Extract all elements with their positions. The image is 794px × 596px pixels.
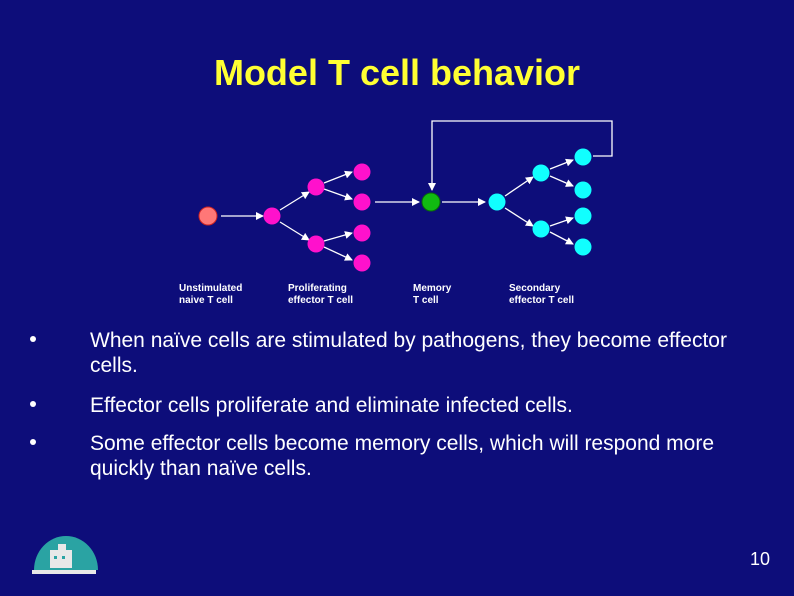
caption-unstimulated-line1: Unstimulated <box>179 283 243 294</box>
bullet-text: Some effector cells become memory cells,… <box>90 432 715 480</box>
arrow-effector-split-up <box>279 191 310 211</box>
memory-t-cell <box>421 192 441 212</box>
effector-cell-prolif-2 <box>353 193 371 211</box>
caption-memory: Memory T cell <box>413 283 451 307</box>
effector-cell-upper <box>307 178 325 196</box>
bullet-dot <box>30 401 36 407</box>
arrow-prolif-1a <box>323 170 353 184</box>
arrow-prolif-1b <box>323 188 353 201</box>
bullet-text: Effector cells proliferate and eliminate… <box>90 394 573 417</box>
caption-secondary-line2: effector T cell <box>509 295 575 306</box>
arrow-secondary-split-up <box>504 176 534 197</box>
secondary-cell-prolif-2 <box>574 181 592 199</box>
effector-cell <box>263 207 281 225</box>
arrow-effector-split-down <box>279 221 310 241</box>
caption-proliferating: Proliferating effector T cell <box>288 283 353 307</box>
caption-proliferating-line1: Proliferating <box>288 283 347 294</box>
arrow-sec-2b <box>549 231 574 245</box>
secondary-cell <box>488 193 506 211</box>
arrow-sec-1a <box>549 158 574 170</box>
arrow-secondary-split-down <box>504 207 534 227</box>
effector-cell-prolif-4 <box>353 254 371 272</box>
arrow-sec-1b <box>549 175 574 187</box>
caption-memory-line1: Memory <box>413 283 452 294</box>
caption-unstimulated-line2: naive T cell <box>179 295 233 306</box>
arrow-feedback-loop <box>428 120 613 191</box>
arrow-prolif-2b <box>323 246 353 261</box>
caption-unstimulated: Unstimulated naive T cell <box>179 283 242 307</box>
page-number: 10 <box>749 549 770 569</box>
bullet-dot <box>30 336 36 342</box>
t-cell-diagram <box>198 120 613 272</box>
bullet-text: When naïve cells are stimulated by patho… <box>90 329 727 377</box>
naive-t-cell <box>198 206 218 226</box>
secondary-cell-prolif-1 <box>574 148 592 166</box>
institution-logo <box>32 536 98 574</box>
caption-memory-line2: T cell <box>413 295 439 306</box>
bullet-dot <box>30 439 36 445</box>
secondary-cell-lower <box>532 220 550 238</box>
effector-cell-prolif-1 <box>353 163 371 181</box>
bullet-item: Some effector cells become memory cells,… <box>30 431 770 481</box>
effector-cell-prolif-3 <box>353 224 371 242</box>
caption-secondary-line1: Secondary <box>509 283 561 294</box>
secondary-cell-upper <box>532 164 550 182</box>
arrow-prolif-2a <box>323 231 353 242</box>
slide-title: Model T cell behavior <box>213 52 581 93</box>
bullet-item: Effector cells proliferate and eliminate… <box>30 393 770 418</box>
bullet-item: When naïve cells are stimulated by patho… <box>30 328 770 378</box>
secondary-cell-prolif-3 <box>574 207 592 225</box>
effector-cell-lower <box>307 235 325 253</box>
arrow-sec-2a <box>549 216 574 227</box>
bullet-list: When naïve cells are stimulated by patho… <box>30 328 770 481</box>
secondary-cell-prolif-4 <box>574 238 592 256</box>
caption-secondary: Secondary effector T cell <box>509 283 574 307</box>
caption-proliferating-line2: effector T cell <box>288 295 354 306</box>
